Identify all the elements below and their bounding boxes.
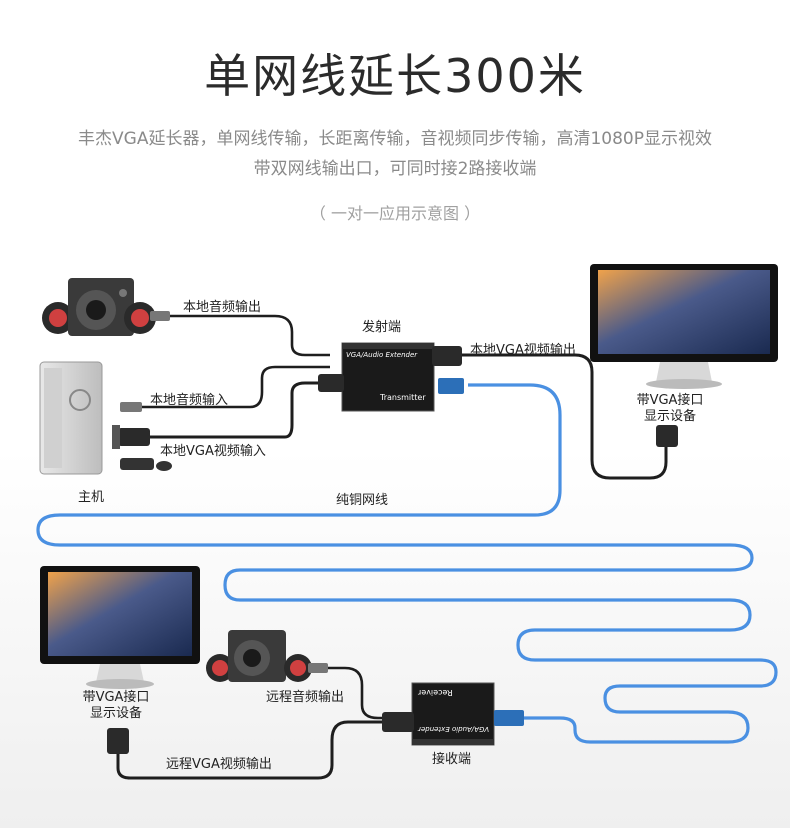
page-title: 单网线延长300米	[204, 49, 586, 103]
label-remote-audio-out: 远程音频输出	[266, 690, 345, 705]
speakers-top	[42, 278, 156, 336]
host-pc	[39, 361, 172, 475]
label-cable: 纯铜网线	[336, 493, 389, 508]
receiver-brand: VGA/Audio Extender	[418, 725, 490, 733]
label-monitor-top-line2: 显示设备	[643, 409, 696, 424]
label-transmitter-end: 发射端	[362, 320, 402, 335]
transmitter-device	[318, 342, 464, 412]
monitor-top	[590, 264, 778, 447]
network-cable	[36, 383, 778, 744]
label-local-vga-in: 本地VGA视频输入	[160, 444, 266, 459]
label-host: 主机	[78, 490, 105, 505]
wire-remote-audio	[318, 666, 395, 720]
wire-remote-vga	[116, 720, 382, 780]
subtitle-line1: 丰杰VGA延长器，单网线传输，长距离传输，音视频同步传输，高清1080P显示视效	[78, 129, 712, 149]
receiver-name: Receiver	[418, 688, 453, 697]
label-monitor-bottom: 带VGA接口 显示设备	[76, 690, 156, 722]
label-local-vga-out: 本地VGA视频输出	[470, 343, 576, 358]
transmitter-brand: VGA/Audio Extender	[346, 351, 418, 359]
label-monitor-top: 带VGA接口 显示设备	[630, 393, 710, 425]
label-local-audio-in: 本地音频输入	[150, 393, 229, 408]
wire-audio-out	[165, 314, 330, 357]
audio-plug-out	[150, 311, 170, 321]
diagram-caption: （ 一对一应用示意图 ）	[309, 204, 481, 223]
vga-plug-in	[112, 425, 150, 449]
speakers-bottom	[206, 630, 328, 682]
label-monitor-top-line1: 带VGA接口	[636, 393, 704, 408]
label-monitor-bottom-line1: 带VGA接口	[82, 690, 150, 705]
wire-vga-out	[462, 353, 668, 480]
receiver-device	[382, 682, 524, 746]
transmitter-name: Transmitter	[380, 393, 426, 402]
audio-plug-in	[120, 402, 142, 412]
label-monitor-bottom-line2: 显示设备	[89, 706, 142, 721]
label-remote-vga-out: 远程VGA视频输出	[166, 757, 272, 772]
monitor-bottom	[40, 566, 200, 754]
wire-audio-in	[140, 365, 330, 409]
label-receiver-end: 接收端	[432, 752, 472, 767]
label-local-audio-out: 本地音频输出	[183, 300, 262, 315]
subtitle-line2: 带双网线输出口，可同时接2路接收端	[253, 159, 537, 179]
wire-vga-in	[150, 381, 318, 439]
